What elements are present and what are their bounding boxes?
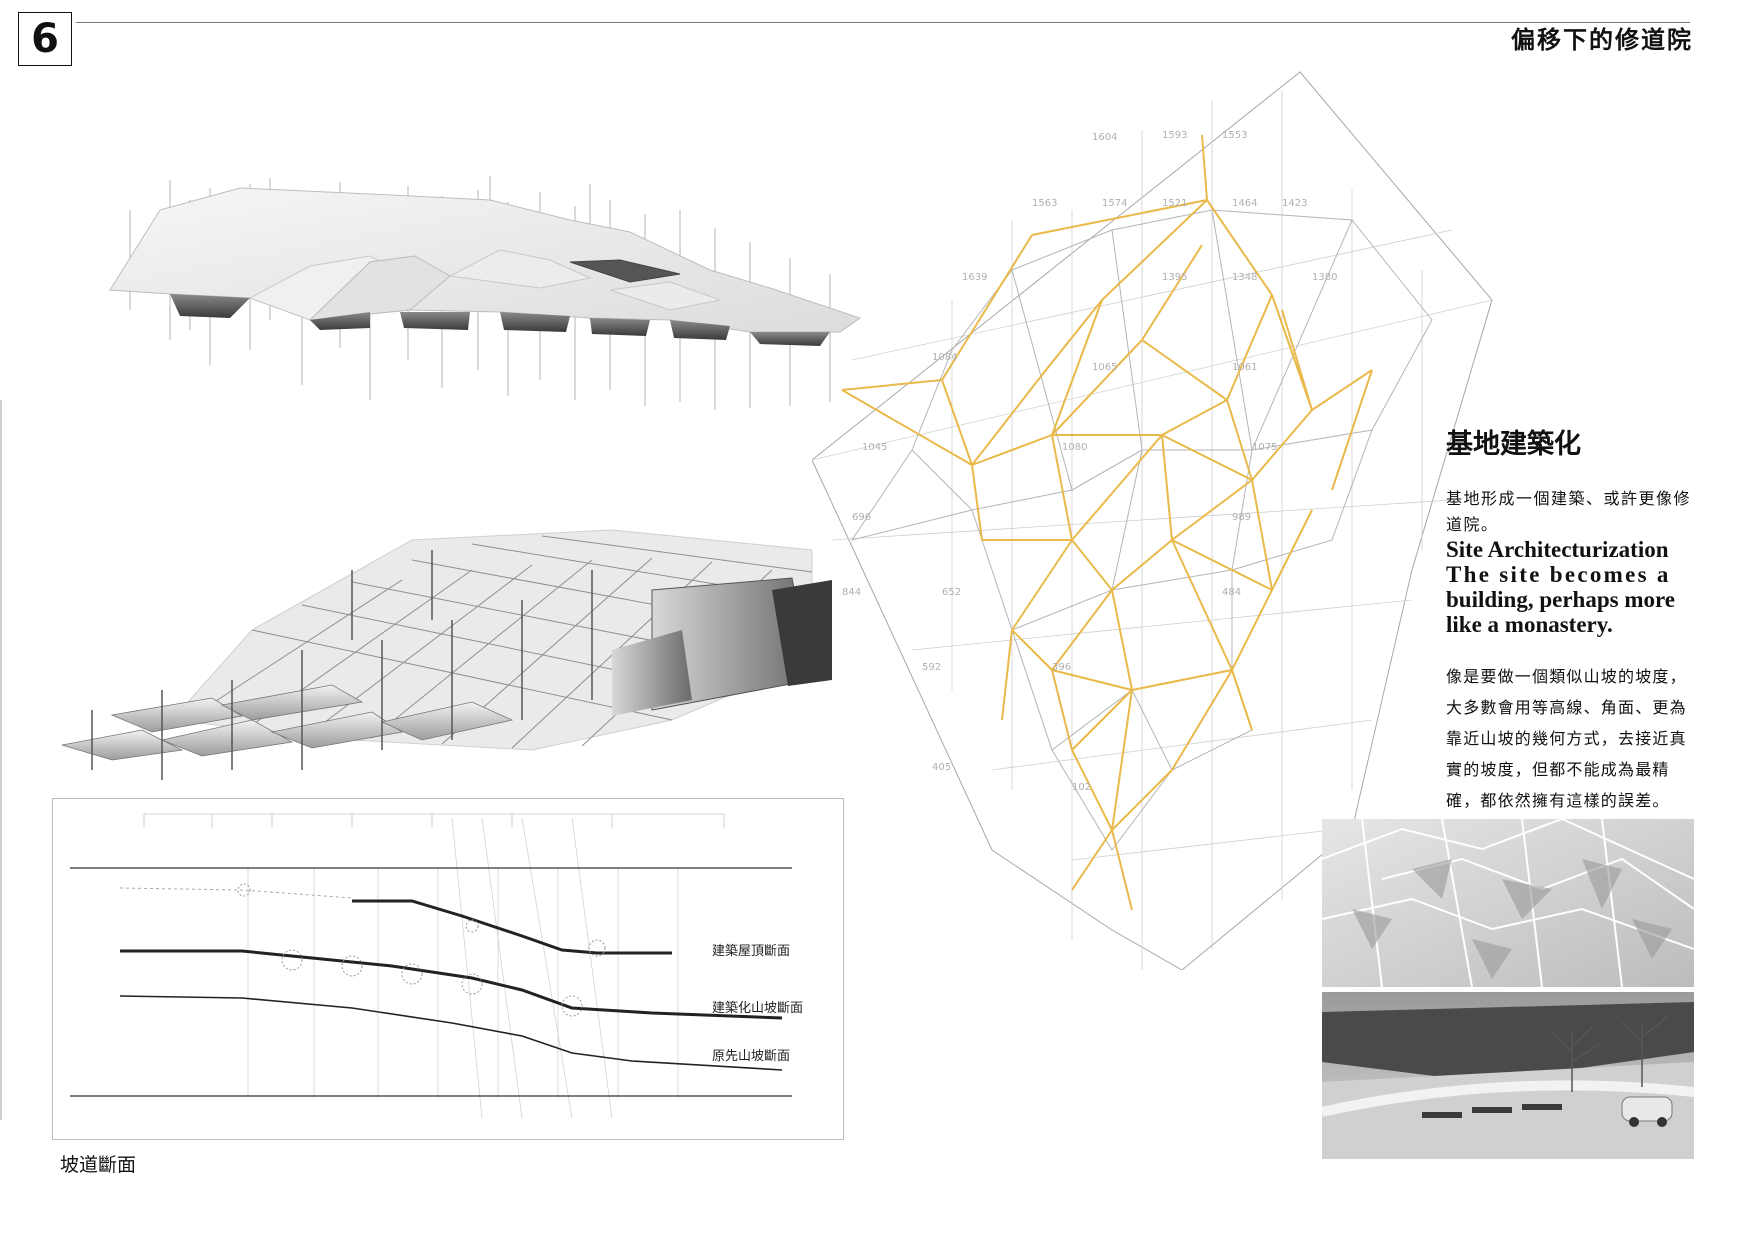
waffle-structure-drawing — [61, 529, 832, 780]
heading-en-line-2: The site becomes a — [1446, 562, 1671, 587]
svg-text:1348: 1348 — [1232, 272, 1257, 283]
label-original-slope-section: 原先山坡斷面 — [712, 1049, 790, 1064]
page-number-badge: 6 — [18, 12, 72, 66]
svg-text:1574: 1574 — [1102, 198, 1127, 209]
svg-text:652: 652 — [942, 587, 961, 598]
svg-text:1563: 1563 — [1032, 198, 1057, 209]
svg-text:484: 484 — [1222, 587, 1241, 598]
svg-text:1423: 1423 — [1282, 198, 1307, 209]
svg-text:102: 102 — [1072, 782, 1091, 793]
interior-rendering-top — [1322, 819, 1694, 987]
svg-text:1553: 1553 — [1222, 130, 1247, 141]
section-heading-en: Site Architecturization The site becomes… — [1446, 537, 1696, 637]
svg-text:844: 844 — [842, 587, 861, 598]
section-diagram-frame — [52, 798, 844, 1140]
header-rule — [76, 22, 1690, 23]
exterior-rendering-bottom — [1322, 992, 1694, 1159]
intro-paragraph-zh: 基地形成一個建築、或許更像修道院。 — [1446, 489, 1692, 534]
left-margin-rule — [0, 400, 2, 1120]
svg-text:1604: 1604 — [1092, 132, 1117, 143]
svg-text:1065: 1065 — [1092, 362, 1117, 373]
svg-text:1061: 1061 — [1232, 362, 1257, 373]
svg-text:1395: 1395 — [1162, 272, 1187, 283]
svg-text:1080: 1080 — [1062, 442, 1087, 453]
svg-text:592: 592 — [922, 662, 941, 673]
svg-text:1464: 1464 — [1232, 198, 1257, 209]
svg-text:1084: 1084 — [932, 352, 957, 363]
heading-en-line-1: Site Architecturization — [1446, 537, 1669, 562]
page-title: 偏移下的修道院 — [1511, 25, 1693, 54]
svg-text:696: 696 — [852, 512, 871, 523]
triangulated-site-plan: 1604 1593 1553 1563 1574 1521 1464 1423 1639 1… — [812, 71, 1493, 970]
heading-en-line-3: building, perhaps more — [1446, 587, 1675, 612]
label-architecturized-slope-section: 建築化山坡斷面 — [712, 1001, 803, 1016]
section-heading-zh: 基地建築化 — [1446, 429, 1581, 460]
svg-text:396: 396 — [1052, 662, 1071, 673]
heading-en-line-4: like a monastery. — [1446, 612, 1613, 637]
page-number: 6 — [31, 16, 59, 62]
svg-text:989: 989 — [1232, 512, 1251, 523]
slope-section-drawing: 建築屋頂斷面 建築化山坡斷面 原先山坡斷面 — [70, 813, 803, 1119]
svg-text:1639: 1639 — [962, 272, 987, 283]
label-building-roof-section: 建築屋頂斷面 — [712, 944, 790, 959]
svg-text:1380: 1380 — [1312, 272, 1337, 283]
body-paragraph-zh: 像是要做一個類似山坡的坡度，大多數會用等高線、角面、更為靠近山坡的幾何方式，去接… — [1446, 667, 1687, 810]
svg-text:405: 405 — [932, 762, 951, 773]
svg-text:1075: 1075 — [1252, 442, 1277, 453]
roof-model-drawing — [109, 176, 862, 410]
svg-text:1045: 1045 — [862, 442, 887, 453]
svg-text:1593: 1593 — [1162, 130, 1187, 141]
section-caption: 坡道斷面 — [60, 1154, 137, 1176]
svg-text:1521: 1521 — [1162, 198, 1187, 209]
